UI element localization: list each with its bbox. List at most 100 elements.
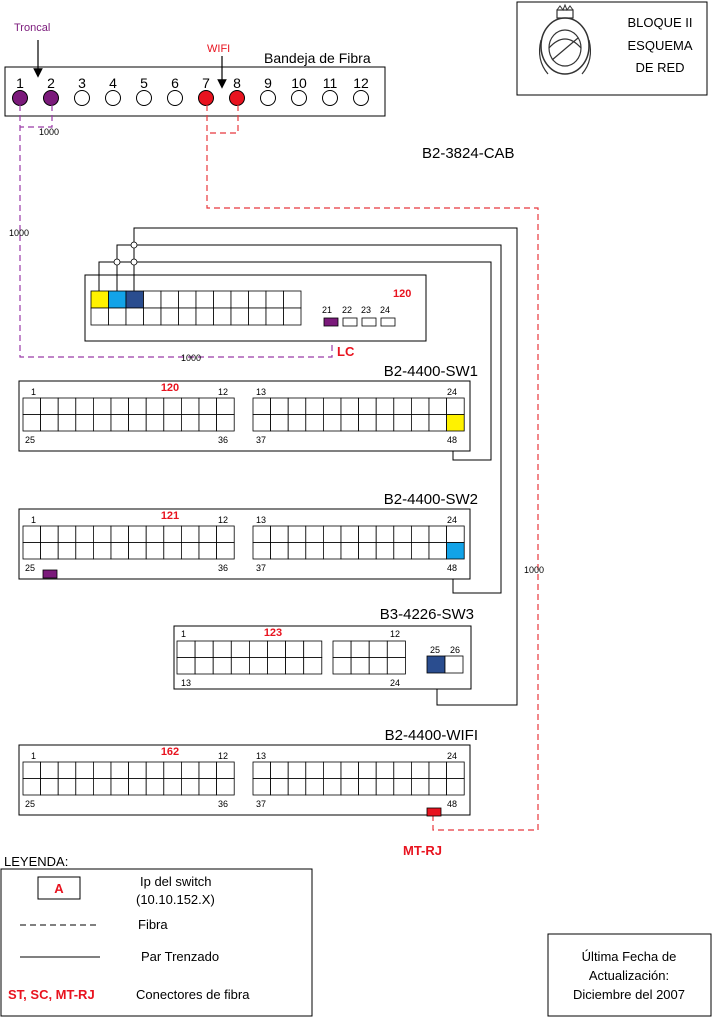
- switch-port: [110, 397, 130, 415]
- switch-port: [216, 761, 235, 779]
- tray-port: [136, 90, 152, 106]
- troncal-fiber-link-2: [20, 105, 53, 128]
- switch-port: [198, 761, 218, 779]
- port-num: 37: [256, 435, 266, 445]
- switch-port: [305, 542, 324, 560]
- switch-port: [22, 761, 42, 779]
- tray-port-label: 7: [202, 75, 210, 91]
- switch-port: [216, 778, 235, 796]
- switch-port: [375, 778, 395, 796]
- port-num: 25: [25, 799, 35, 809]
- port-num: 12: [390, 629, 400, 639]
- switch-port: [358, 778, 377, 796]
- switch-port: [270, 397, 289, 415]
- switch-port: [305, 525, 324, 543]
- switch-port: [194, 657, 214, 675]
- switch-port: [270, 542, 289, 560]
- switch-port: [145, 414, 165, 432]
- cabinet-port: [230, 290, 249, 309]
- switch-port: [110, 525, 130, 543]
- switch-port: [340, 778, 360, 796]
- switch-port: [128, 542, 147, 560]
- switch-port: [128, 397, 147, 415]
- cabinet-sfp-22: [342, 317, 358, 327]
- port-num: 12: [218, 751, 228, 761]
- legend-fibra: Fibra: [138, 917, 168, 932]
- tray-port-label: 3: [78, 75, 86, 91]
- switch-port: [270, 761, 289, 779]
- switch-port: [176, 640, 196, 658]
- switch-port: [267, 657, 287, 675]
- switch-port: [322, 778, 342, 796]
- switch-port: [287, 761, 307, 779]
- switch-port: [393, 525, 412, 543]
- port-num: 13: [256, 387, 266, 397]
- tray-port-label: 12: [353, 75, 369, 91]
- switch-port: [163, 778, 182, 796]
- port-num: 37: [256, 563, 266, 573]
- switch-port: [322, 525, 342, 543]
- switch-port: [285, 640, 305, 658]
- cabinet-switch-ip: 120: [393, 288, 411, 300]
- switch-ip: 162: [161, 746, 179, 758]
- port-num: 13: [256, 515, 266, 525]
- port-num: 25: [25, 435, 35, 445]
- port-num: 36: [218, 435, 228, 445]
- switch-port: [212, 640, 232, 658]
- switch-port: [303, 640, 323, 658]
- port-num: 1: [31, 387, 36, 397]
- switch-port: [285, 657, 305, 675]
- switch-port: [375, 397, 395, 415]
- switch-port: [128, 778, 147, 796]
- switch-port: [110, 542, 130, 560]
- switch-port: [145, 761, 165, 779]
- switch-port: [252, 778, 272, 796]
- switch-port: [22, 414, 42, 432]
- switch-name: B3-4226-SW3: [380, 606, 474, 623]
- sw2-sfp-port: [42, 569, 58, 579]
- switch-port: [386, 640, 406, 658]
- switch-port: [393, 778, 412, 796]
- switch-port: [40, 542, 59, 560]
- tray-port-label: 1: [16, 75, 24, 91]
- switch-port: [368, 640, 388, 658]
- switch-port: [428, 414, 448, 432]
- switch-port: [57, 761, 77, 779]
- switch-port: [322, 761, 342, 779]
- switch-port: [57, 778, 77, 796]
- port-num: 24: [447, 515, 457, 525]
- title-line-2: ESQUEMA: [627, 38, 692, 53]
- switch-port: [287, 778, 307, 796]
- switch-port: [22, 542, 42, 560]
- switch-port: [216, 397, 235, 415]
- switch-port: [410, 761, 430, 779]
- switch-name: B2-4400-SW2: [384, 491, 478, 508]
- switch-port: [358, 414, 377, 432]
- switch-port: [180, 542, 200, 560]
- switch-port: [252, 397, 272, 415]
- switch-port: [93, 761, 112, 779]
- port-num: 13: [256, 751, 266, 761]
- cabinet-port: [178, 290, 197, 309]
- switch-port: [446, 397, 465, 415]
- legend-ip-box: [37, 876, 81, 900]
- switch-port: [198, 525, 218, 543]
- switch-port: [322, 397, 342, 415]
- troncal-fiber-link: [19, 105, 333, 358]
- switch-port: [444, 655, 464, 674]
- tray-port-label: 6: [171, 75, 179, 91]
- switch-port: [386, 657, 406, 675]
- switch-port: [163, 414, 182, 432]
- switch-port: [428, 761, 448, 779]
- tray-port: [353, 90, 369, 106]
- cabinet-port: [265, 290, 284, 309]
- switch-port: [93, 414, 112, 432]
- legend-ip-box-letter: A: [54, 881, 64, 896]
- troncal-link-label-vertical: 1000: [9, 228, 29, 238]
- switch-port: [198, 397, 218, 415]
- switch-port: [198, 414, 218, 432]
- switch-port: [248, 657, 268, 675]
- switch-port: [180, 414, 200, 432]
- switch-port: [375, 761, 395, 779]
